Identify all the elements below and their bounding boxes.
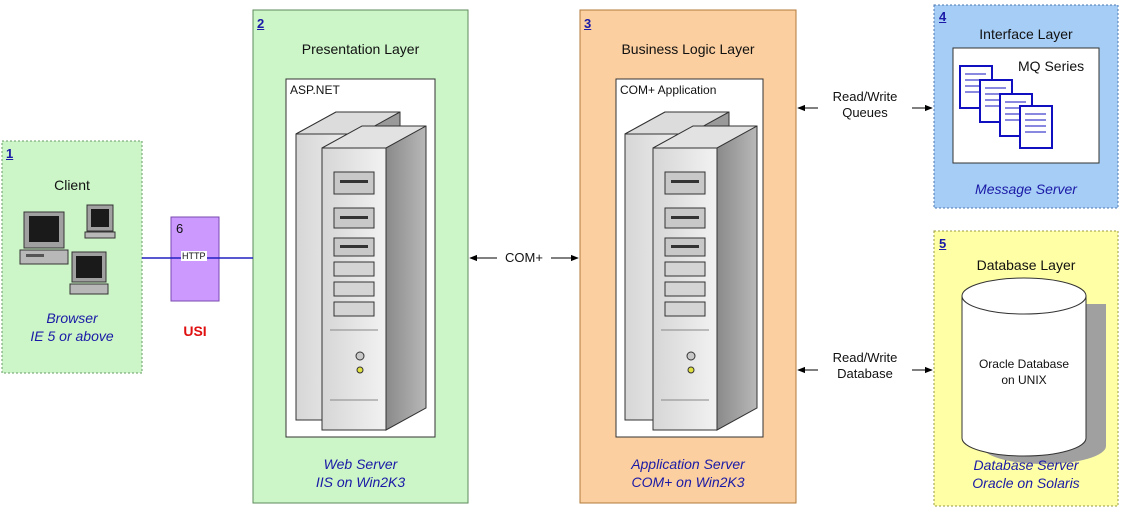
mq-documents-icon	[959, 65, 1053, 149]
usi-number: 6	[176, 221, 184, 236]
http-label: HTTP	[181, 251, 207, 261]
client-number: 1	[6, 146, 14, 161]
database-conn-label-2: Database	[818, 366, 912, 382]
web-server-towers-icon	[295, 111, 427, 431]
business-caption-2: COM+ on Win2K3	[631, 474, 745, 490]
client-caption-2: IE 5 or above	[30, 328, 114, 344]
interface-title: Interface Layer	[979, 26, 1073, 42]
database-number: 5	[939, 236, 947, 251]
business-caption-1: Application Server	[631, 456, 745, 472]
client-caption-1: Browser	[46, 310, 98, 326]
presentation-caption-2: IIS on Win2K3	[315, 474, 406, 490]
business-number: 3	[584, 16, 592, 31]
com-app-label: COM+ Application	[620, 83, 717, 97]
aspnet-label: ASP.NET	[290, 83, 340, 97]
interface-number: 4	[939, 9, 947, 24]
database-cylinder-icon	[961, 277, 1106, 464]
business-title: Business Logic Layer	[621, 41, 755, 57]
presentation-number: 2	[257, 16, 265, 31]
database-conn-label-1: Read/Write	[818, 350, 912, 366]
db-name-label-1: Oracle Database	[978, 357, 1070, 371]
queues-label-2: Queues	[818, 105, 912, 121]
db-name-label-2: on UNIX	[1001, 373, 1047, 387]
database-caption-2: Oracle on Solaris	[972, 475, 1080, 491]
presentation-caption-1: Web Server	[323, 456, 398, 472]
com-label: COM+	[497, 250, 551, 266]
database-caption-1: Database Server	[973, 457, 1079, 473]
database-title: Database Layer	[976, 257, 1076, 273]
presentation-title: Presentation Layer	[301, 41, 420, 57]
usi-label: USI	[183, 323, 207, 339]
client-title: Client	[54, 177, 90, 193]
client-computers-icon	[19, 204, 116, 295]
queues-label-1: Read/Write	[818, 89, 912, 105]
interface-caption: Message Server	[975, 181, 1077, 197]
mq-series-label: MQ Series	[1018, 58, 1085, 74]
app-server-towers-icon	[624, 111, 758, 431]
